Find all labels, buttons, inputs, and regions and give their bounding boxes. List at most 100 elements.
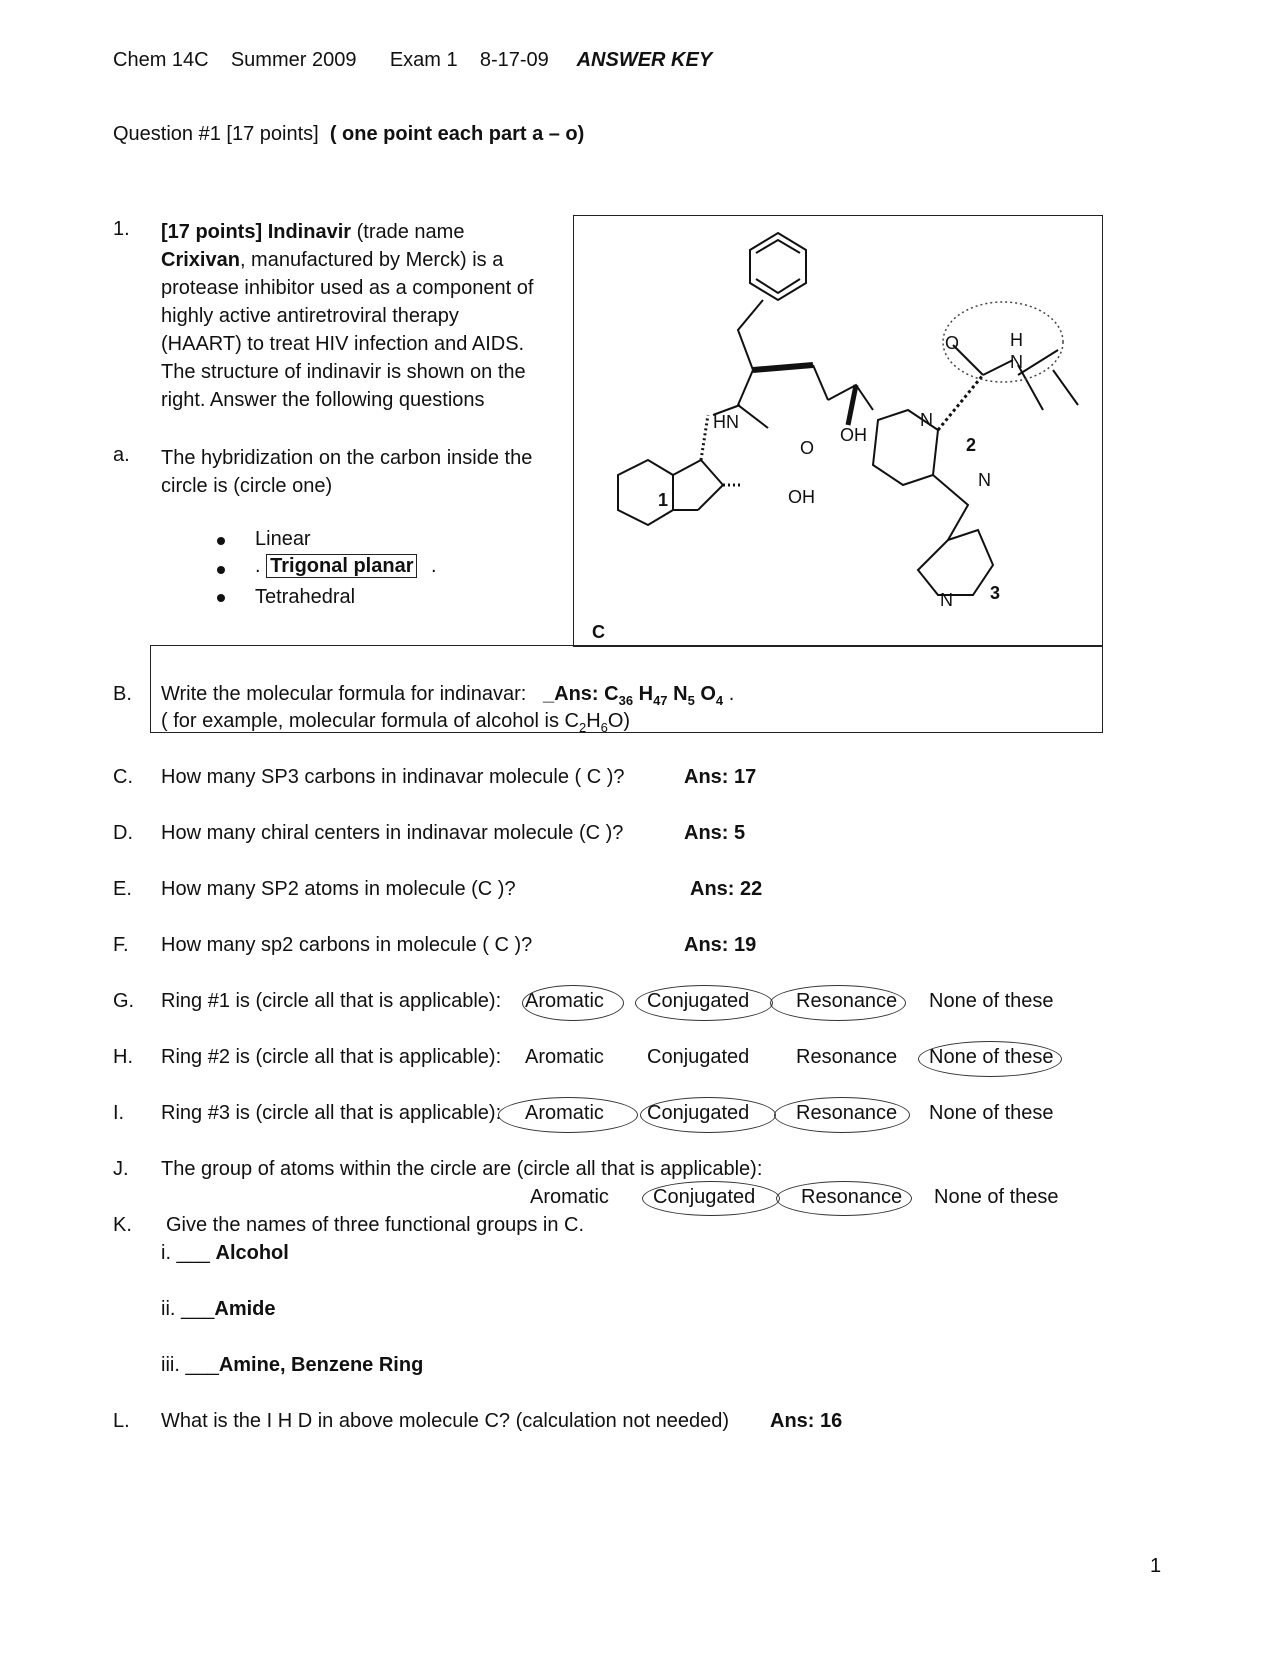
q-f-text: How many sp2 carbons in molecule ( C )? — [161, 934, 533, 956]
label-n-pip2: N — [978, 470, 991, 490]
q-e-answer: Ans: 22 — [690, 878, 763, 900]
i-aromatic-circle — [498, 1097, 638, 1133]
part-b-example: ( for example, molecular formula of alco… — [161, 710, 630, 735]
q-c-letter: C. — [113, 766, 133, 788]
label-oh-2: OH — [788, 487, 815, 507]
term: Summer 2009 — [230, 49, 357, 71]
intro-line1: (trade name — [356, 221, 465, 243]
bullet — [217, 537, 225, 545]
label-oh: OH — [840, 425, 867, 445]
q-d-answer: Ans: 5 — [684, 822, 746, 844]
structure-label-c: C — [592, 622, 605, 642]
g-aromatic-circle — [522, 985, 624, 1021]
ex-sub2: 6 — [600, 720, 608, 735]
part-b-box — [150, 645, 1103, 733]
ring-3-label: 3 — [990, 583, 1001, 603]
k-ii: ii. ___Amide — [161, 1298, 276, 1321]
option-suffix: . — [431, 555, 437, 577]
j-conjugated-circle — [642, 1181, 780, 1216]
label-n-amide: N — [1010, 352, 1023, 372]
part-b-text: Write the molecular formula for indinava… — [161, 683, 527, 705]
o-atom: O — [700, 683, 716, 705]
c-sub: 36 — [618, 693, 634, 708]
q-f-answer: Ans: 19 — [684, 934, 757, 956]
bullet — [217, 566, 225, 574]
ring-1-label: 1 — [658, 490, 669, 510]
i-resonance-circle — [774, 1097, 910, 1133]
header-line: Chem 14C Summer 2009 Exam 1 8-17-09 ANSW… — [113, 49, 712, 72]
q-i-letter: I. — [113, 1102, 125, 1124]
option-tetrahedral: Tetrahedral — [255, 586, 356, 608]
q-g-letter: G. — [113, 990, 135, 1012]
selected-answer-box: Trigonal planar — [266, 554, 418, 578]
phenyl-ring — [749, 231, 807, 302]
k-ii-label: ii. ___ — [161, 1298, 215, 1320]
part-b-answer: _Ans: C36 H47 N5 O4 — [543, 683, 724, 708]
indinavir-structure — [617, 231, 1079, 596]
k-i-label: i. ___ — [161, 1242, 210, 1264]
option-linear: Linear — [255, 528, 311, 550]
question-title: Question #1 [17 points] ( one point each… — [113, 123, 584, 146]
j-aromatic: Aromatic — [530, 1186, 609, 1208]
example-text: ( for example, molecular formula of alco… — [161, 710, 579, 732]
k-i: i. ___ Alcohol — [161, 1242, 289, 1265]
g-none: None of these — [929, 990, 1054, 1012]
q-k-letter: K. — [113, 1214, 132, 1236]
structure-box — [573, 215, 1103, 647]
j-none: None of these — [934, 1186, 1059, 1208]
k-i-answer: Alcohol — [215, 1242, 289, 1264]
g-resonance-circle — [770, 985, 906, 1021]
ring-2-label: 2 — [966, 435, 977, 455]
intro-line7: right. Answer the following questions — [161, 389, 485, 411]
option-trigonal-planar: . Trigonal planar . — [255, 554, 437, 578]
question-title-prefix: Question #1 [17 points] — [113, 123, 319, 145]
q-k-text: Give the names of three functional group… — [166, 1214, 585, 1236]
g-conjugated-circle — [635, 985, 773, 1021]
ex-sub1: 2 — [578, 720, 587, 735]
k-ii-answer: Amide — [214, 1298, 276, 1320]
h-atom: H — [638, 683, 654, 705]
q-d-text: How many chiral centers in indinavar mol… — [161, 822, 624, 844]
part-a-line2: circle is (circle one) — [161, 475, 333, 497]
k-iii-label: iii. ___ — [161, 1354, 219, 1376]
q-f-letter: F. — [113, 934, 129, 956]
bullet — [217, 594, 225, 602]
q-l-letter: L. — [113, 1410, 130, 1432]
q-c-text: How many SP3 carbons in indinavar molecu… — [161, 766, 625, 788]
label-h: H — [1010, 330, 1023, 350]
part-a-question: The hybridization on the carbon inside t… — [161, 444, 532, 500]
ex-h: H — [586, 710, 601, 732]
intro-brand: Crixivan — [161, 249, 240, 271]
intro-line2: , manufactured by Merck) is a — [239, 249, 504, 271]
q-g-text: Ring #1 is (circle all that is applicabl… — [161, 990, 502, 1012]
part-b-question: Write the molecular formula for indinava… — [161, 683, 734, 708]
k-iii: iii. ___Amine, Benzene Ring — [161, 1354, 423, 1377]
h-conjugated: Conjugated — [647, 1046, 750, 1068]
ex-tail: O) — [607, 710, 631, 732]
k-iii-answer: Amine — [218, 1354, 280, 1376]
j-resonance-circle — [776, 1181, 912, 1216]
i-conjugated-circle — [640, 1097, 776, 1133]
label-o: O — [800, 438, 815, 458]
h-resonance: Resonance — [796, 1046, 898, 1068]
q-j-letter: J. — [113, 1158, 129, 1180]
q-h-letter: H. — [113, 1046, 133, 1068]
q-d-letter: D. — [113, 822, 133, 844]
part-b-letter: B. — [113, 683, 132, 705]
q-c-answer: Ans: 17 — [684, 766, 757, 788]
intro-line3: protease inhibitor used as a component o… — [161, 277, 534, 299]
part-a-line1: The hybridization on the carbon inside t… — [161, 447, 533, 469]
exam: Exam 1 — [389, 49, 458, 71]
q-l-answer: Ans: 16 — [770, 1410, 843, 1432]
intro-line6: The structure of indinavir is shown on t… — [161, 361, 526, 383]
intro-drug: Indinavir — [267, 221, 352, 243]
answer-key-label: ANSWER KEY — [576, 49, 713, 71]
q-e-text: How many SP2 atoms in molecule (C )? — [161, 878, 516, 900]
intro-line5: (HAART) to treat HIV infection and AIDS. — [161, 333, 525, 355]
dotted-circle — [942, 301, 1064, 383]
ans-tail: . — [728, 683, 735, 705]
o-sub: 4 — [715, 693, 724, 708]
label-o-amide: O — [945, 333, 960, 353]
intro-line4: highly active antiretroviral therapy — [161, 305, 459, 327]
k-iii-extra: , Benzene Ring — [279, 1354, 424, 1376]
